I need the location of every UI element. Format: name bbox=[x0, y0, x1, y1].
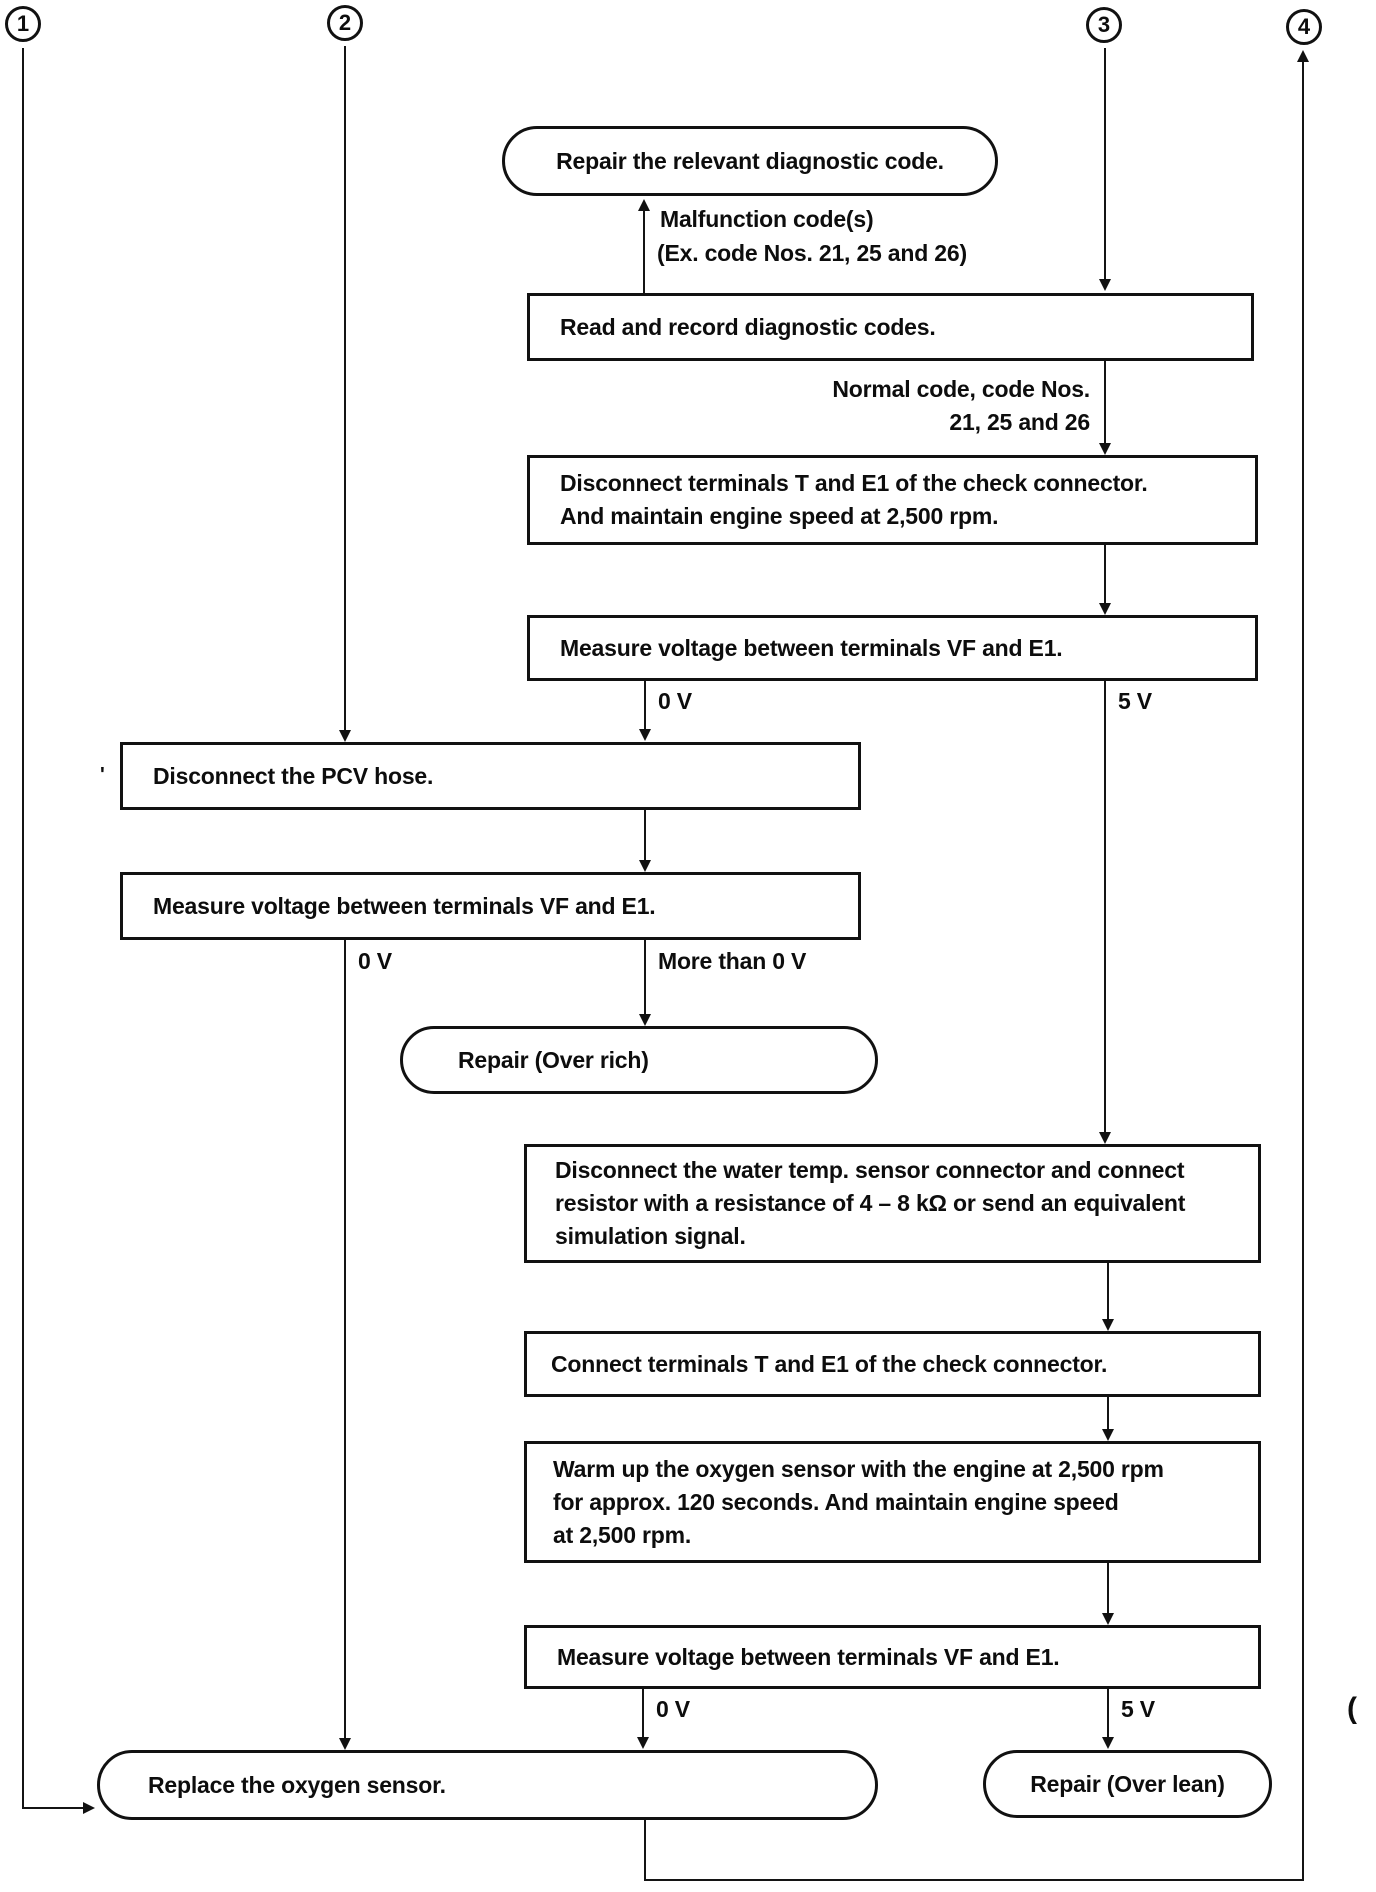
connector-circle-4: 4 bbox=[1286, 9, 1322, 45]
stray-parenthesis-mark: ( bbox=[1347, 1692, 1357, 1725]
label-0v-second: 0 V bbox=[358, 948, 392, 974]
connector-line-3-vertical bbox=[1104, 48, 1106, 280]
arrow-into-warm-up bbox=[1102, 1429, 1114, 1441]
connector-line-4-vertical bbox=[1302, 58, 1304, 1881]
label-malfunction-codes-line2: (Ex. code Nos. 21, 25 and 26) bbox=[657, 240, 967, 266]
arrow-into-replace-box-left bbox=[83, 1802, 95, 1814]
node-connect-terminals-label: Connect terminals T and E1 of the check … bbox=[551, 1350, 1108, 1377]
arrow-into-repair-over-rich bbox=[639, 1014, 651, 1026]
line-water-temp-to-connect-terminals bbox=[1107, 1263, 1109, 1321]
node-disconnect-terminals: Disconnect terminals T and E1 of the che… bbox=[527, 455, 1258, 545]
line-pcv-to-measure2 bbox=[644, 810, 646, 862]
label-0v-third: 0 V bbox=[656, 1696, 690, 1722]
connector-line-2-vertical bbox=[344, 46, 346, 732]
arrow-into-repair-over-lean bbox=[1102, 1737, 1114, 1749]
connector-4-number: 4 bbox=[1297, 14, 1311, 39]
node-measure-voltage-3: Measure voltage between terminals VF and… bbox=[524, 1625, 1261, 1689]
label-5v-first: 5 V bbox=[1118, 688, 1152, 714]
node-warm-up-sensor-label: Warm up the oxygen sensor with the engin… bbox=[553, 1455, 1164, 1548]
node-disconnect-water-temp-label: Disconnect the water temp. sensor connec… bbox=[555, 1157, 1186, 1249]
arrow-into-read-codes-box bbox=[1099, 279, 1111, 291]
arrow-into-measure-voltage-1 bbox=[1099, 603, 1111, 615]
node-warm-up-sensor: Warm up the oxygen sensor with the engin… bbox=[524, 1441, 1261, 1563]
node-measure-voltage-3-label: Measure voltage between terminals VF and… bbox=[557, 1643, 1060, 1670]
arrow-0v-into-replace-box bbox=[339, 1738, 351, 1750]
stray-tick-mark: ' bbox=[100, 764, 105, 786]
line-warm-up-to-measure3 bbox=[1107, 1563, 1109, 1615]
connector-circle-3: 3 bbox=[1086, 7, 1122, 43]
node-read-record-codes: Read and record diagnostic codes. bbox=[527, 293, 1254, 361]
label-5v-third: 5 V bbox=[1121, 1696, 1155, 1722]
line-disconnect-terminals-to-measure1 bbox=[1104, 545, 1106, 605]
label-malfunction-codes-line1: Malfunction code(s) bbox=[660, 206, 874, 232]
arrow-5v-into-water-temp-box bbox=[1099, 1132, 1111, 1144]
connector-2-number: 2 bbox=[338, 10, 352, 35]
arrow-0v-into-replace-box-2 bbox=[637, 1737, 649, 1749]
label-0v-first: 0 V bbox=[658, 688, 692, 714]
node-measure-voltage-1-label: Measure voltage between terminals VF and… bbox=[560, 634, 1063, 661]
node-disconnect-terminals-label: Disconnect terminals T and E1 of the che… bbox=[560, 470, 1148, 529]
node-replace-oxygen-sensor: Replace the oxygen sensor. bbox=[97, 1750, 878, 1820]
line-measure1-5v-branch bbox=[1104, 681, 1106, 1134]
line-measure1-0v-branch bbox=[644, 681, 646, 731]
node-disconnect-pcv-hose-label: Disconnect the PCV hose. bbox=[153, 762, 434, 789]
arrow-into-disconnect-terminals bbox=[1099, 443, 1111, 455]
line-read-to-disconnect-terminals bbox=[1104, 361, 1106, 445]
node-measure-voltage-2: Measure voltage between terminals VF and… bbox=[120, 872, 861, 940]
arrow-line2-into-pcv-box bbox=[339, 730, 351, 742]
arrow-into-measure-voltage-3 bbox=[1102, 1613, 1114, 1625]
node-disconnect-pcv-hose: Disconnect the PCV hose. bbox=[120, 742, 861, 810]
arrow-into-measure-voltage-2 bbox=[639, 860, 651, 872]
line-replace-box-bottom-stub bbox=[644, 1820, 646, 1881]
connector-line-1-horizontal bbox=[22, 1807, 83, 1809]
line-read-to-repair bbox=[643, 209, 645, 293]
line-measure2-more-branch bbox=[644, 940, 646, 1016]
node-replace-oxygen-sensor-label: Replace the oxygen sensor. bbox=[148, 1771, 446, 1798]
node-repair-diagnostic-code: Repair the relevant diagnostic code. bbox=[502, 126, 998, 196]
label-normal-code-line1: Normal code, code Nos. bbox=[832, 376, 1090, 402]
connector-1-number: 1 bbox=[16, 11, 30, 36]
node-repair-diagnostic-code-label: Repair the relevant diagnostic code. bbox=[556, 147, 944, 174]
node-disconnect-water-temp: Disconnect the water temp. sensor connec… bbox=[524, 1144, 1261, 1263]
node-repair-over-lean-label: Repair (Over lean) bbox=[1030, 1770, 1225, 1797]
arrow-into-connect-terminals bbox=[1102, 1319, 1114, 1331]
label-normal-code-line2: 21, 25 and 26 bbox=[949, 409, 1090, 435]
arrow-0v-into-pcv-box bbox=[639, 729, 651, 741]
connector-circle-2: 2 bbox=[327, 5, 363, 41]
line-measure2-0v-long-branch bbox=[344, 940, 346, 1740]
node-read-record-codes-label: Read and record diagnostic codes. bbox=[560, 313, 936, 340]
arrow-up-to-connector-4 bbox=[1297, 50, 1309, 62]
connector-circle-1: 1 bbox=[5, 6, 41, 42]
arrow-up-into-repair-diagnostic bbox=[638, 199, 650, 211]
node-measure-voltage-1: Measure voltage between terminals VF and… bbox=[527, 615, 1258, 681]
line-connect-terminals-to-warm-up bbox=[1107, 1397, 1109, 1431]
connector-3-number: 3 bbox=[1097, 12, 1111, 37]
line-bottom-rail-horizontal bbox=[644, 1879, 1304, 1881]
node-repair-over-rich: Repair (Over rich) bbox=[400, 1026, 878, 1094]
connector-line-1-vertical bbox=[22, 48, 24, 1809]
line-measure3-5v-branch bbox=[1107, 1689, 1109, 1739]
node-repair-over-lean: Repair (Over lean) bbox=[983, 1750, 1272, 1818]
label-more-than-0v: More than 0 V bbox=[658, 948, 807, 974]
node-measure-voltage-2-label: Measure voltage between terminals VF and… bbox=[153, 892, 656, 919]
node-connect-terminals: Connect terminals T and E1 of the check … bbox=[524, 1331, 1261, 1397]
node-repair-over-rich-label: Repair (Over rich) bbox=[458, 1046, 649, 1073]
line-measure3-0v-branch bbox=[642, 1689, 644, 1739]
